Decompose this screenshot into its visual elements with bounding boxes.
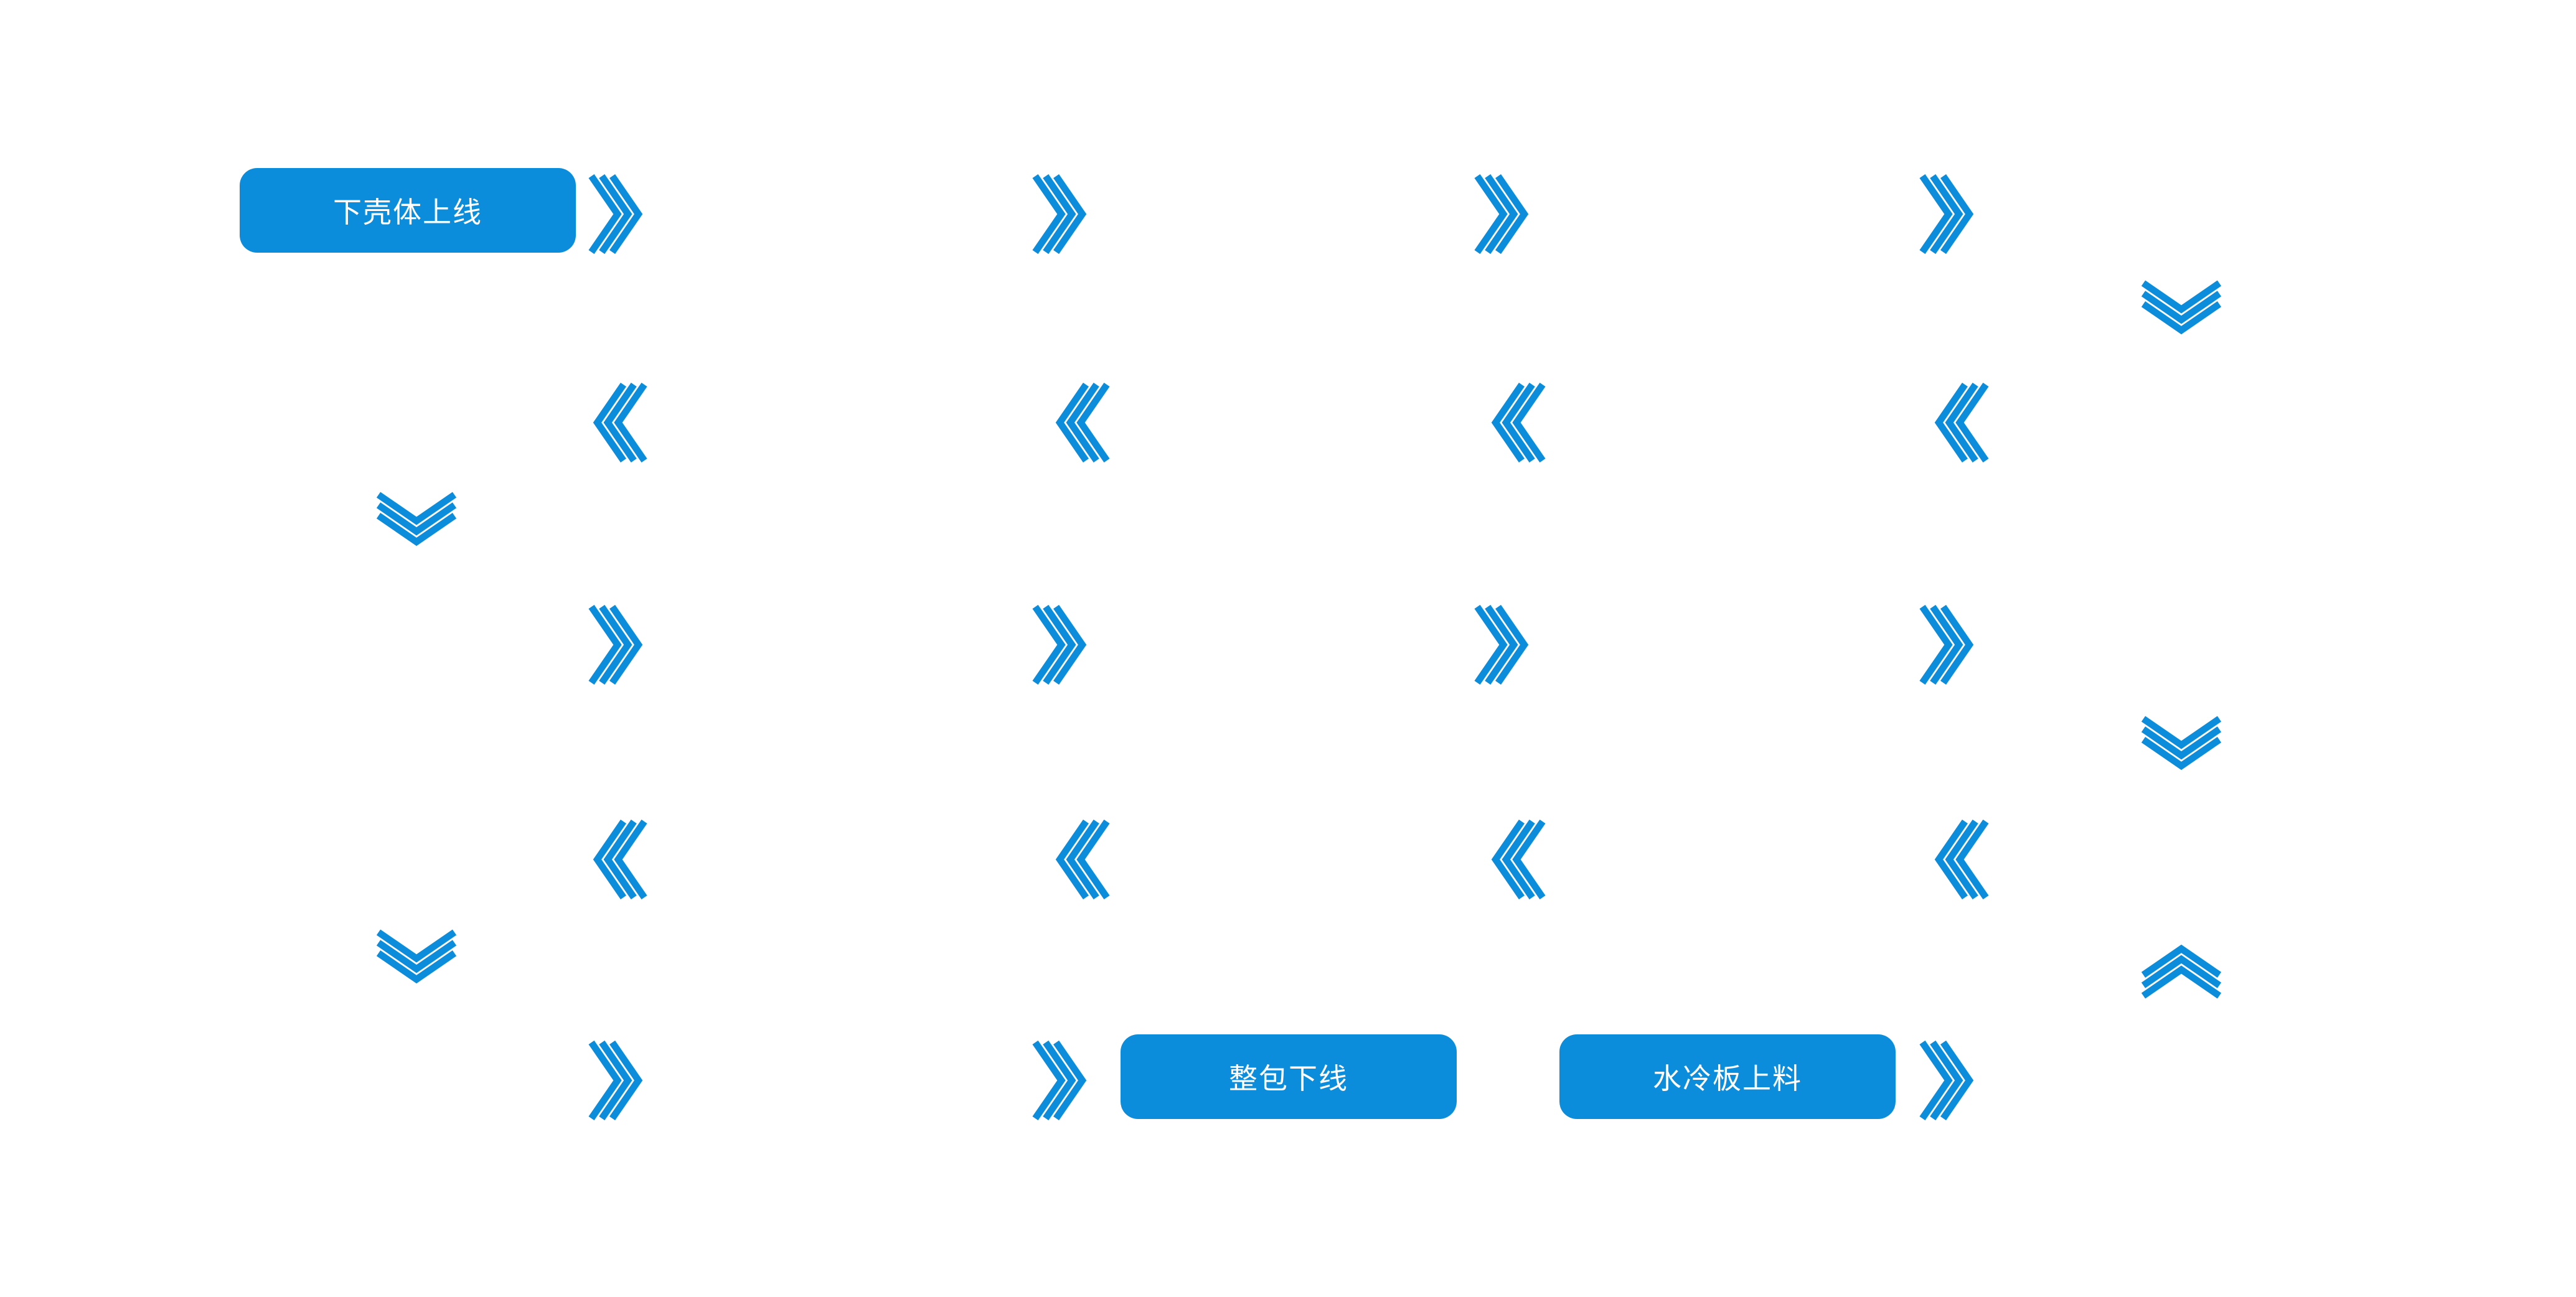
- chevron-left-icon: [582, 819, 647, 900]
- chevron-right-icon: [1919, 174, 1985, 255]
- chevron-right-icon: [1032, 174, 1098, 255]
- process-node-3[interactable]: 水冷板上料: [1559, 1034, 1896, 1119]
- process-node-2[interactable]: 整包下线: [1121, 1034, 1457, 1119]
- chevron-down-icon: [376, 492, 457, 557]
- chevron-left-icon: [582, 382, 647, 463]
- chevron-right-icon: [1474, 174, 1539, 255]
- chevron-right-icon: [1474, 604, 1539, 685]
- chevron-left-icon: [1480, 382, 1546, 463]
- chevron-down-icon: [376, 929, 457, 995]
- chevron-left-icon: [1924, 819, 1989, 900]
- chevron-up-icon: [2141, 934, 2222, 999]
- process-node-1[interactable]: 下壳体上线: [240, 168, 576, 253]
- chevron-left-icon: [1045, 819, 1110, 900]
- chevron-left-icon: [1924, 382, 1989, 463]
- chevron-down-icon: [2141, 280, 2222, 345]
- process-node-label: 水冷板上料: [1653, 1062, 1802, 1095]
- chevron-right-icon: [1919, 1040, 1985, 1121]
- process-node-label: 整包下线: [1229, 1062, 1348, 1095]
- chevron-right-icon: [1032, 604, 1098, 685]
- chevron-right-icon: [1919, 604, 1985, 685]
- process-node-label: 下壳体上线: [333, 196, 482, 228]
- chevron-down-icon: [2141, 716, 2222, 781]
- chevron-left-icon: [1045, 382, 1110, 463]
- chevron-right-icon: [588, 174, 654, 255]
- chevron-left-icon: [1480, 819, 1546, 900]
- chevron-right-icon: [588, 1040, 654, 1121]
- chevron-right-icon: [1032, 1040, 1098, 1121]
- chevron-right-icon: [588, 604, 654, 685]
